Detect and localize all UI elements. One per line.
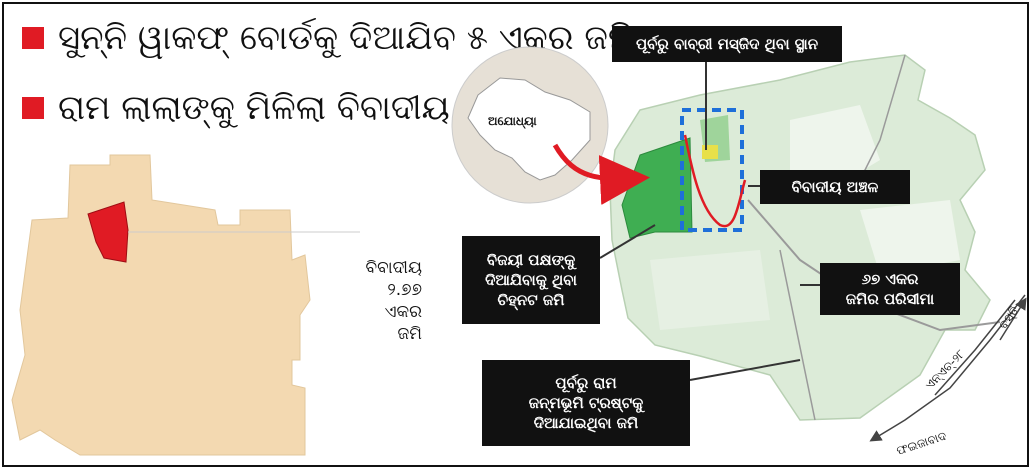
disputed-boundary xyxy=(680,108,744,232)
road xyxy=(779,249,816,421)
headline-2: ରାମ ଲାଲାଙ୍କୁ ମିଳିଲା ବିବାଦୀୟ ଭୂମି xyxy=(22,88,513,128)
field-patch xyxy=(860,200,960,275)
road-label-basti: ବସ୍ତି xyxy=(996,303,1022,332)
leader-winner xyxy=(599,224,656,259)
field-patch xyxy=(650,250,770,330)
callout-winner-land: ବିଜୟୀ ପକ୍ଷଙ୍କୁ ଦିଆଯିବାକୁ ଥିବା ଚିହ୍ନଟ ଜମି xyxy=(462,236,600,324)
callout-ram-trust: ପୂର୍ବରୁ ରାମ ଜନ୍ମଭୂମି ଟ୍ରଷ୍ଟକୁ ଦିଆଯାଇଥିବା… xyxy=(482,360,690,446)
road-label-faizabad: ଫଇଜାବାଦ xyxy=(895,429,949,458)
red-bullet-icon xyxy=(22,97,44,119)
headline-2-text: ରାମ ଲାଲାଙ୍କୁ ମିଳିଲା ବିବାଦୀୟ ଭୂମି xyxy=(58,88,513,128)
disputed-plot xyxy=(87,201,129,263)
field-patch xyxy=(790,105,880,190)
inset-arrow xyxy=(552,143,650,205)
disputed-curve xyxy=(683,134,747,228)
bastī-road xyxy=(999,297,1027,341)
leader-trust xyxy=(689,359,801,381)
babri-site-marker xyxy=(702,145,718,159)
disputed-acre-label: ବିବାଦୀୟ ୨.୭୭ ଏକର ଜମି xyxy=(365,258,423,345)
callout-67-acre-boundary: ୬୭ ଏକର ଜମିର ପରିସୀମା xyxy=(820,263,960,315)
red-bullet-icon xyxy=(22,27,44,49)
locality-map xyxy=(11,154,360,456)
callout-babri-site: ପୂର୍ବରୁ ବାବ୍ରୀ ମସ୍‌ଜିଦ ଥିବା ସ୍ଥାନ xyxy=(612,26,842,62)
inset-city-label: ଅଯୋଧ୍ୟା xyxy=(488,114,537,129)
highway xyxy=(934,299,1016,396)
highway xyxy=(869,294,1026,442)
callout-disputed-area: ବିବାଦୀୟ ଅଞ୍ଚଳ xyxy=(760,170,910,204)
locality-region xyxy=(11,154,311,456)
